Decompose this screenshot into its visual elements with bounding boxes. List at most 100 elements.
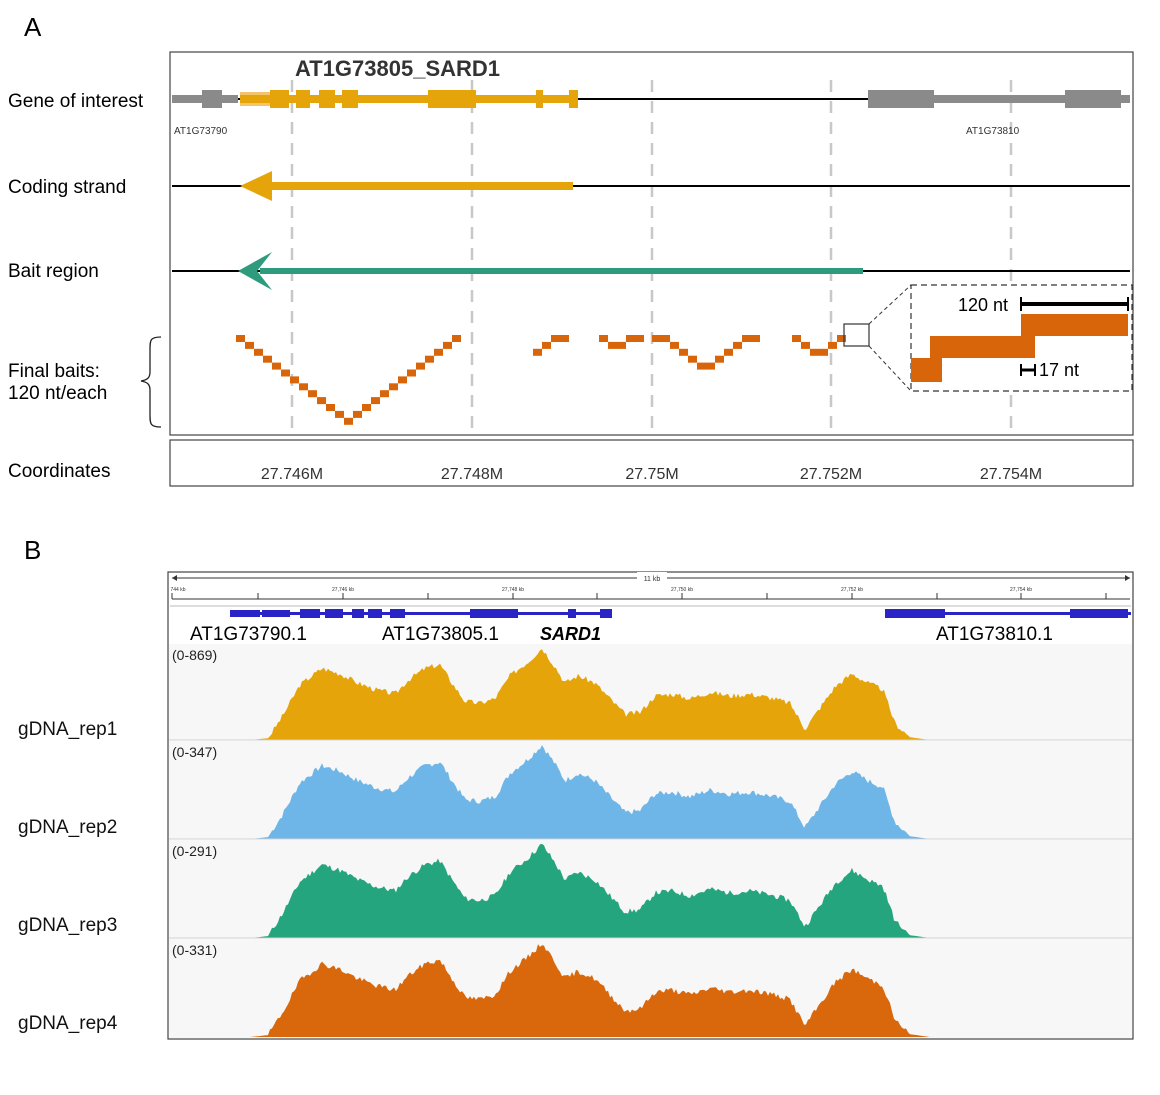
coverage-area-rep4 <box>250 944 930 1037</box>
bait-tile <box>254 348 263 356</box>
track-name-rep1: gDNA_rep1 <box>18 719 117 740</box>
bait-tile <box>688 355 697 363</box>
bait-tile <box>837 335 846 342</box>
coverage-track-rep3 <box>169 840 1132 939</box>
bait-tile <box>697 362 706 370</box>
bait-tile <box>452 335 461 342</box>
bait-tile <box>389 383 398 391</box>
track-ranges: (0-869) (0-347) (0-291) (0-331) <box>172 647 217 958</box>
panel-a-label: A <box>24 12 42 42</box>
coverage-track-rep1 <box>169 644 1132 741</box>
bait-tile <box>371 397 380 405</box>
track-name-rep4: gDNA_rep4 <box>18 1013 118 1034</box>
coverage-area-rep2 <box>250 745 930 839</box>
bait-region-arrowhead <box>238 252 272 290</box>
coord-tick: 27.748M <box>441 466 503 483</box>
ruler-tick: 27,754 kb <box>1010 587 1032 593</box>
track-name-rep3: gDNA_rep3 <box>18 915 117 936</box>
bait-tile <box>551 335 560 342</box>
bait-tile <box>617 341 626 349</box>
coverage-area-rep1 <box>250 649 930 740</box>
bait-tile <box>626 335 635 342</box>
bait-tile <box>608 341 617 349</box>
sard1-gene-model <box>240 90 578 108</box>
bait-tile <box>380 390 389 398</box>
gene-label-at1g73805: AT1G73805.1 <box>382 624 499 645</box>
coverage-track-rep2 <box>169 741 1132 840</box>
bait-tile <box>751 335 760 342</box>
bait-tile <box>299 383 308 391</box>
bait-tile <box>272 362 281 370</box>
bait-tile <box>715 355 724 363</box>
zoom-line-top <box>868 284 912 325</box>
gene-title: AT1G73805_SARD1 <box>295 56 500 81</box>
bait-tile <box>407 369 416 377</box>
left-gene-label: AT1G73790 <box>174 126 228 137</box>
igv-gene-models <box>230 609 1131 618</box>
range-rep3: (0-291) <box>172 843 217 859</box>
ruler-tick: 27,750 kb <box>671 587 693 593</box>
bait-tile <box>792 335 801 342</box>
bait-tile <box>661 335 670 342</box>
inset-bait-length: 120 nt <box>958 295 1008 315</box>
gene-label-at1g73790: AT1G73790.1 <box>190 624 307 645</box>
track-name-rep2: gDNA_rep2 <box>18 817 117 838</box>
bait-tile <box>801 341 810 349</box>
bait-tile <box>670 341 679 349</box>
bait-tile <box>362 404 371 411</box>
bait-tile <box>560 335 569 342</box>
row-label-bait-region: Bait region <box>8 261 99 282</box>
bait-tile <box>335 410 344 418</box>
coding-strand-track <box>172 171 1130 201</box>
coord-tick: 27.752M <box>800 466 862 483</box>
bait-tile <box>308 390 317 398</box>
bait-tile <box>353 410 362 418</box>
bait-region-track <box>172 252 1130 290</box>
bait-tile <box>344 417 353 425</box>
bait-tile <box>290 376 299 384</box>
coverage-track-rep4 <box>169 939 1132 1038</box>
coord-tick: 27.746M <box>261 466 323 483</box>
range-rep2: (0-347) <box>172 744 217 760</box>
bait-tile <box>542 341 551 349</box>
bait-tile <box>828 341 837 349</box>
bait-tile <box>398 376 407 384</box>
bait-tile <box>416 362 425 370</box>
coord-tick: 27.754M <box>980 466 1042 483</box>
row-label-coding-strand: Coding strand <box>8 177 126 198</box>
panel-a-frame <box>169 51 1134 436</box>
bait-tile <box>679 348 688 356</box>
bait-tile <box>819 348 828 356</box>
bait-tile <box>599 335 608 342</box>
gene-label-at1g73810: AT1G73810.1 <box>936 624 1053 645</box>
ruler-tick-labels: 744 kb 27,746 kb 27,748 kb 27,750 kb 27,… <box>170 587 1032 593</box>
ruler-tick: 27,752 kb <box>841 587 863 593</box>
bait-tile <box>263 355 272 363</box>
coverage-area-rep3 <box>250 844 930 938</box>
coord-tick: 27.75M <box>625 466 678 483</box>
range-rep4: (0-331) <box>172 942 217 958</box>
scale-label: 11 kb <box>644 576 661 583</box>
row-label-gene: Gene of interest <box>8 91 144 112</box>
bait-tile <box>236 335 245 342</box>
ruler-tick: 27,746 kb <box>332 587 354 593</box>
bait-tile <box>425 355 434 363</box>
bait-tile <box>652 335 661 342</box>
bait-tile <box>245 341 254 349</box>
row-label-coordinates: Coordinates <box>8 461 110 482</box>
genome-ruler <box>171 572 1130 600</box>
bait-tile <box>810 348 819 356</box>
right-gene-label: AT1G73810 <box>966 126 1020 137</box>
ruler-tick: 27,748 kb <box>502 587 524 593</box>
coordinate-axis-frame <box>169 439 1134 487</box>
bait-tile <box>724 348 733 356</box>
panel-b-label: B <box>24 535 41 565</box>
bait-tile <box>635 335 644 342</box>
row-label-final-baits: Final baits: <box>8 361 100 382</box>
bait-tile <box>443 341 452 349</box>
inset-step-length: 17 nt <box>1039 360 1079 380</box>
bait-tile <box>326 404 335 411</box>
bait-tile <box>317 397 326 405</box>
bait-inset <box>910 284 1133 392</box>
